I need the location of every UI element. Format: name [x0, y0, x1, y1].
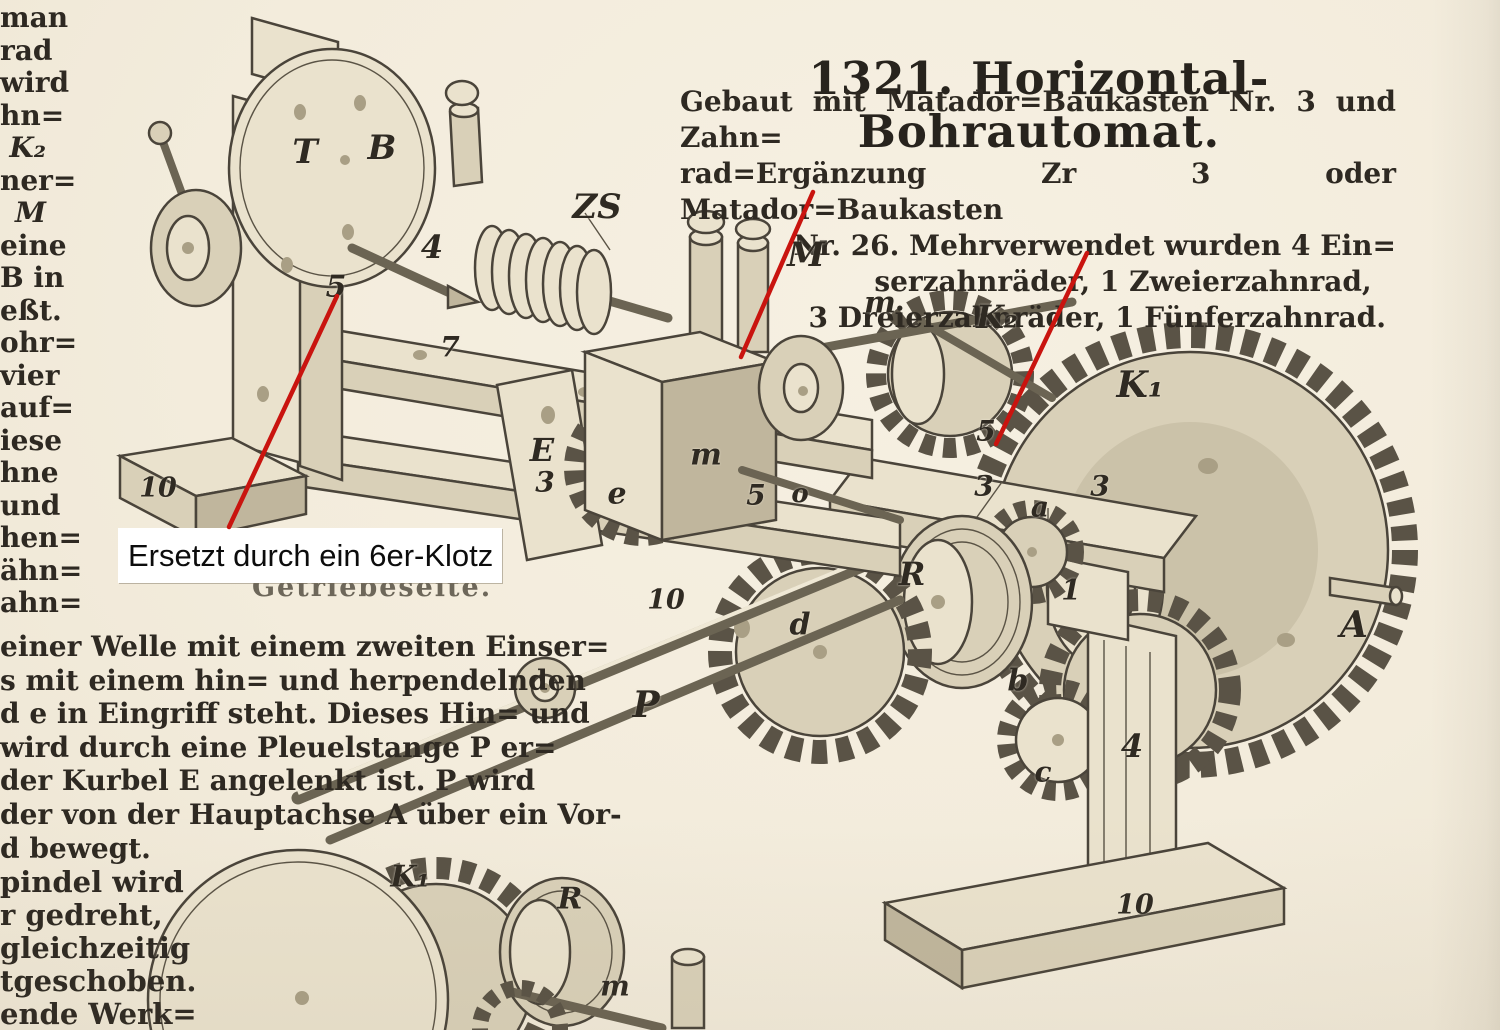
- text-line: wird durch eine Pleuelstange P er=: [0, 730, 557, 764]
- text-line: wird: [0, 66, 70, 99]
- text-line: gleichzeitig: [0, 931, 191, 965]
- text-line: ahn=: [0, 586, 83, 619]
- text-line: d e in Eingriff steht. Dieses Hin= und: [0, 697, 590, 731]
- annotation-text: Ersetzt durch ein 6er-Klotz: [128, 537, 494, 573]
- text-line: tgeschoben.: [0, 964, 197, 998]
- text-line: hen=: [0, 521, 82, 554]
- text-line: iese: [0, 423, 63, 457]
- gear-d: [708, 540, 932, 764]
- gear-k2: [866, 290, 1034, 458]
- worm-zs: [473, 212, 673, 336]
- text-line: eine: [0, 228, 67, 262]
- text-line: rad=Ergänzung Zr 3 oder Matador=Baukaste…: [680, 157, 1396, 226]
- text-line: Gebaut mit Matador=Baukasten Nr. 3 und Z…: [680, 85, 1396, 154]
- text-line: ohr=: [0, 326, 78, 359]
- pin-post: [444, 79, 484, 188]
- rod-p: [291, 559, 905, 845]
- text-line: der Kurbel E angelenkt ist. P wird: [0, 764, 536, 798]
- text-line: hn=: [0, 98, 65, 132]
- text-line: man: [0, 1, 69, 34]
- text-line: eßt.: [0, 293, 62, 327]
- axle-a: [1328, 576, 1404, 607]
- text-line: serzahnräder, 1 Zweierzahnrad,: [874, 265, 1372, 298]
- text-line: vier: [0, 358, 60, 392]
- text-line: auf=: [0, 391, 75, 424]
- text-line: M: [15, 196, 46, 229]
- intro-paragraph: Gebaut mit Matador=Baukasten Nr. 3 und Z…: [680, 84, 1396, 336]
- text-line: B in: [0, 261, 65, 294]
- left-paragraph: einer Welle mit einem zweiten Einser=s m…: [0, 630, 622, 865]
- text-line: r gedreht,: [0, 898, 163, 932]
- text-line: ende Werk=: [0, 997, 197, 1031]
- text-line: der von der Hauptachse A über ein Vor-: [0, 797, 622, 831]
- crank-e: [495, 368, 604, 562]
- pulley-r: [890, 514, 1034, 690]
- text-line: ähn=: [0, 553, 83, 587]
- annotation-note: Ersetzt durch ein 6er-Klotz: [118, 528, 502, 583]
- text-line: ner=: [0, 163, 77, 197]
- right-stand: [881, 614, 1288, 991]
- text-line: hne: [0, 456, 59, 489]
- text-line: 3 Dreierzahnräder, 1 Fünferzahnrad.: [808, 301, 1386, 334]
- text-line: K₂: [9, 131, 46, 164]
- text-line: Nr. 26. Mehrverwendet wurden 4 Ein=: [793, 229, 1396, 262]
- bottom-left-group: [146, 848, 706, 1030]
- text-line: pindel wird: [0, 865, 184, 899]
- text-line: rad: [0, 33, 53, 67]
- text-line: d bewegt.: [0, 831, 151, 865]
- text-line: s mit einem hin= und herpendelnden: [0, 663, 586, 697]
- text-line: einer Welle mit einem zweiten Einser=: [0, 630, 610, 663]
- page-title: 1321. Horizontal-Bohrautomat.: [808, 52, 1270, 159]
- text-line: und: [0, 488, 61, 522]
